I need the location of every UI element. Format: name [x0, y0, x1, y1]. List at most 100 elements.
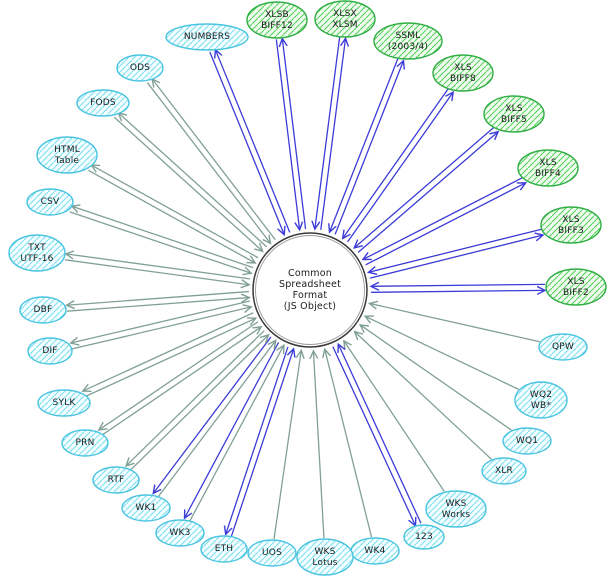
node-label-ssml-1: (2003/4) [388, 42, 428, 52]
node-ellipse-txt-utf16 [8, 234, 66, 272]
node-ellipse-wk1 [121, 494, 171, 522]
arrow-read-html-table [88, 169, 255, 263]
center-label-0: Common [288, 268, 332, 279]
arrow-read-dbf [66, 298, 249, 312]
arrow-read-xls-biff2 [371, 284, 545, 286]
arrow-read-xlsx-xlsm [315, 37, 341, 230]
arrow-read-sylk [85, 318, 256, 398]
node-ellipse-xls-biff2 [545, 268, 607, 306]
node-label-123-0: 123 [415, 532, 433, 542]
node-ellipse-wq1 [502, 427, 552, 455]
node-uos: UOS [247, 539, 297, 567]
arrow-read-xls-biff5 [354, 126, 495, 248]
node-label-xlsx-xlsm-1: XLSM [332, 20, 357, 30]
arrow-write-xls-biff8 [347, 92, 454, 243]
node-ellipse-xlr [481, 457, 527, 485]
arrow-write-ssml [334, 61, 403, 235]
node-ellipse-wks-works [425, 490, 487, 528]
arrow-write-eth [226, 346, 289, 534]
node-label-xls-biff2-0: XLS [567, 277, 585, 287]
arrow-read-wks-lotus [313, 351, 325, 539]
node-label-wks-works-1: Works [442, 510, 471, 520]
arrow-write-txt-utf16 [66, 254, 251, 280]
node-ellipse-xlsb-biff12 [246, 1, 308, 39]
arrow-read-txt-utf16 [64, 259, 249, 285]
node-prn: PRN [61, 429, 109, 457]
arrow-write-xls-biff4 [365, 183, 526, 266]
node-label-wks-works-0: WKS [445, 499, 466, 509]
arrow-read-eth [230, 349, 293, 537]
node-ellipse-xls-biff3 [540, 206, 602, 244]
node-ellipse-123 [403, 524, 445, 550]
arrow-write-wk3 [185, 342, 280, 518]
node-label-xls-biff4-1: BIFF4 [535, 169, 561, 179]
arrow-write-xls-biff3 [369, 235, 543, 279]
node-ellipse-qpw [538, 333, 588, 361]
arrow-read-dif [71, 307, 251, 350]
arrow-write-xlsb-biff12 [282, 39, 307, 230]
node-label-wq2-wb-1: WB* [531, 401, 551, 411]
node-ellipse-sylk [37, 389, 91, 417]
node-label-sylk-0: SYLK [53, 398, 77, 408]
arrow-write-html-table [91, 165, 259, 259]
node-rtf: RTF [92, 466, 140, 494]
arrow-read-rtf [129, 335, 268, 471]
node-label-csv-0: CSV [41, 197, 60, 207]
node-123: 123 [403, 524, 445, 550]
arrow-read-ssml [330, 58, 399, 232]
node-dbf: DBF [19, 296, 67, 324]
node-ellipse-prn [61, 429, 109, 457]
arrow-read-123 [338, 344, 422, 524]
node-label-dbf-0: DBF [34, 305, 53, 315]
node-ellipse-xlsx-xlsm [314, 0, 376, 38]
arrow-write-xls-biff2 [371, 290, 545, 292]
node-label-xlsb-biff12-0: XLSB [265, 10, 289, 20]
node-ellipse-dif [27, 337, 73, 365]
edges-layer [64, 37, 545, 540]
center-label-1: Spreadsheet [279, 279, 341, 290]
node-label-xls-biff5-0: XLS [505, 104, 523, 114]
node-ellipse-wq2-wb [514, 381, 568, 419]
arrow-read-uos [273, 350, 301, 540]
node-ellipse-wks-lotus [296, 538, 354, 576]
node-ellipse-ods [116, 54, 164, 82]
node-label-dif-0: DIF [42, 346, 57, 356]
node-wk1: WK1 [121, 494, 171, 522]
node-numbers: NUMBERS [165, 23, 249, 51]
node-xlr: XLR [481, 457, 527, 485]
node-label-txt-utf16-0: TXT [27, 243, 46, 253]
center-label-2: Format [293, 290, 328, 301]
node-label-xlsx-xlsm-0: XLSX [333, 9, 357, 19]
arrow-read-wks-works [344, 341, 445, 492]
node-label-html-table-1: Table [54, 156, 80, 166]
arrow-read-wq1 [360, 325, 512, 431]
arrow-write-xlsx-xlsm [320, 38, 346, 230]
arrow-read-csv [69, 211, 252, 273]
node-wk4: WK4 [350, 537, 400, 565]
arrow-read-prn [101, 327, 261, 436]
center-circle-inner [255, 235, 365, 345]
node-wk3: WK3 [155, 519, 205, 547]
arrow-read-xlr [355, 332, 492, 460]
center-label-3: (JS Object) [284, 301, 336, 312]
node-ellipse-eth [200, 535, 248, 563]
node-csv: CSV [26, 188, 74, 216]
node-ellipse-xls-biff4 [517, 149, 579, 187]
node-ellipse-csv [26, 188, 74, 216]
arrow-read-xls-biff3 [368, 228, 542, 272]
arrow-write-fods [118, 113, 268, 248]
arrow-read-numbers [209, 51, 284, 235]
node-label-wks-lotus-1: Lotus [312, 558, 337, 568]
node-label-wk4-0: WK4 [364, 546, 385, 556]
nodes-layer: NUMBERSXLSBBIFF12XLSXXLSMSSML(2003/4)XLS… [8, 0, 607, 576]
arrow-read-xls-biff4 [363, 176, 524, 259]
node-label-txt-utf16-1: UTF-16 [20, 254, 53, 264]
